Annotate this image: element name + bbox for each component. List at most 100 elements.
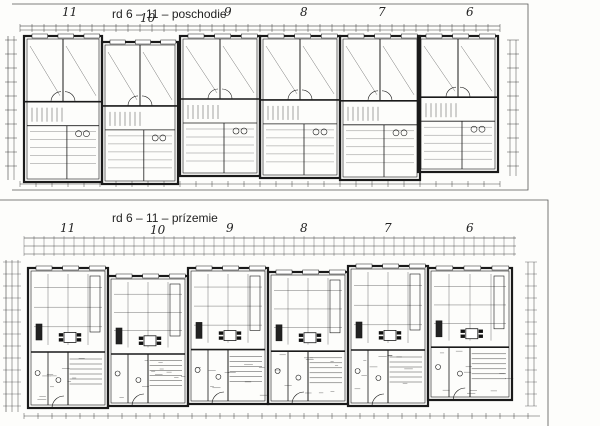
dining-table [465, 328, 479, 340]
fixture-symbol [232, 127, 240, 135]
dining-chair [478, 334, 483, 338]
door-swing [445, 86, 457, 98]
door-swing [371, 393, 385, 407]
window-symbol [35, 265, 53, 271]
fixture-symbol [312, 128, 320, 136]
ground-floor-plan [3, 236, 540, 419]
fixture-symbol [392, 129, 400, 137]
room-diagonal [265, 45, 298, 94]
window-symbol [275, 269, 293, 275]
window-symbol [222, 265, 239, 271]
window-symbol [57, 33, 74, 39]
sofa [435, 320, 443, 338]
window-symbol [267, 33, 285, 39]
window-symbol [195, 265, 213, 271]
sofa [275, 324, 283, 342]
room-diagonal [382, 45, 415, 95]
window-symbol [374, 33, 391, 39]
fixture-symbol [135, 377, 142, 383]
dining-chair [236, 336, 242, 340]
fixture-symbol [75, 130, 82, 137]
fixture-symbol [375, 375, 382, 381]
dining-chair [138, 336, 144, 340]
window-symbol [214, 33, 231, 39]
door-swing [131, 393, 145, 407]
window-symbol [249, 265, 266, 271]
dining-chair [58, 333, 64, 337]
fixture-symbol [320, 128, 328, 136]
window-symbol [294, 33, 311, 39]
dining-chair [156, 336, 162, 340]
dining-chair [218, 331, 224, 335]
window-symbol [463, 265, 482, 271]
door-swing [127, 95, 139, 106]
lower-unit-label: 10 [150, 223, 166, 237]
dining-chair [298, 338, 304, 342]
kitchen-counter [409, 273, 421, 331]
kitchen-counter [89, 275, 101, 333]
window-symbol [452, 33, 469, 39]
room-diagonal [302, 45, 335, 94]
upper-plan-title: rd 6 – 11 – poschodie [112, 7, 227, 21]
kitchen-counter [329, 279, 341, 334]
door-swing [287, 89, 299, 100]
window-symbol [355, 263, 373, 269]
window-symbol [62, 265, 79, 271]
dining-chair [460, 329, 465, 333]
fixture-symbol [215, 373, 222, 380]
door-swing [459, 86, 471, 98]
window-symbol [401, 33, 418, 39]
room-diagonal [345, 45, 378, 95]
dining-chair [76, 333, 82, 337]
lower-unit-label: 7 [384, 221, 392, 235]
fixture-symbol [83, 130, 90, 137]
window-symbol [241, 33, 258, 39]
sheet-borders [0, 3, 549, 426]
fixture-symbol [478, 125, 486, 133]
fixture-symbol [457, 370, 463, 377]
lower-plan-title: rd 6 – 11 – prízemie [112, 211, 218, 225]
window-symbol [89, 265, 106, 271]
upper-unit-label: 11 [62, 5, 77, 19]
door-swing [381, 90, 393, 101]
dining-chair [396, 331, 402, 335]
dining-table [223, 330, 237, 341]
room-diagonal [460, 45, 493, 92]
fixture-symbol [470, 125, 478, 133]
room-diagonal [107, 51, 138, 100]
dining-chair [156, 341, 162, 345]
window-symbol [109, 39, 126, 45]
window-symbol [142, 273, 159, 279]
window-symbol [435, 265, 454, 271]
window-symbol [169, 273, 186, 279]
dining-chair [378, 336, 384, 340]
window-symbol [409, 263, 426, 269]
dining-chair [460, 334, 465, 338]
fixture-symbol [400, 129, 408, 137]
door-swing [51, 395, 65, 409]
fixture-symbol [55, 377, 62, 383]
door-swing [301, 89, 313, 100]
upper-floor-plan [5, 24, 519, 187]
room-diagonal [185, 45, 218, 94]
kitchen-counter [169, 283, 181, 337]
sofa [35, 323, 43, 341]
fixture-symbol [295, 374, 302, 381]
room-diagonal [142, 51, 173, 100]
door-swing [291, 391, 305, 405]
window-symbol [491, 265, 510, 271]
fixture-symbol [114, 370, 121, 377]
door-swing [211, 391, 225, 405]
fixture-symbol [240, 127, 248, 135]
door-swing [50, 91, 62, 102]
lower-unit-label: 6 [466, 221, 474, 235]
lower-unit-label: 9 [226, 221, 234, 235]
window-symbol [425, 33, 443, 39]
room-diagonal [65, 45, 97, 96]
dining-chair [218, 336, 224, 340]
dining-chair [378, 331, 384, 335]
fixture-symbol [159, 134, 167, 142]
kitchen-counter [249, 275, 261, 331]
